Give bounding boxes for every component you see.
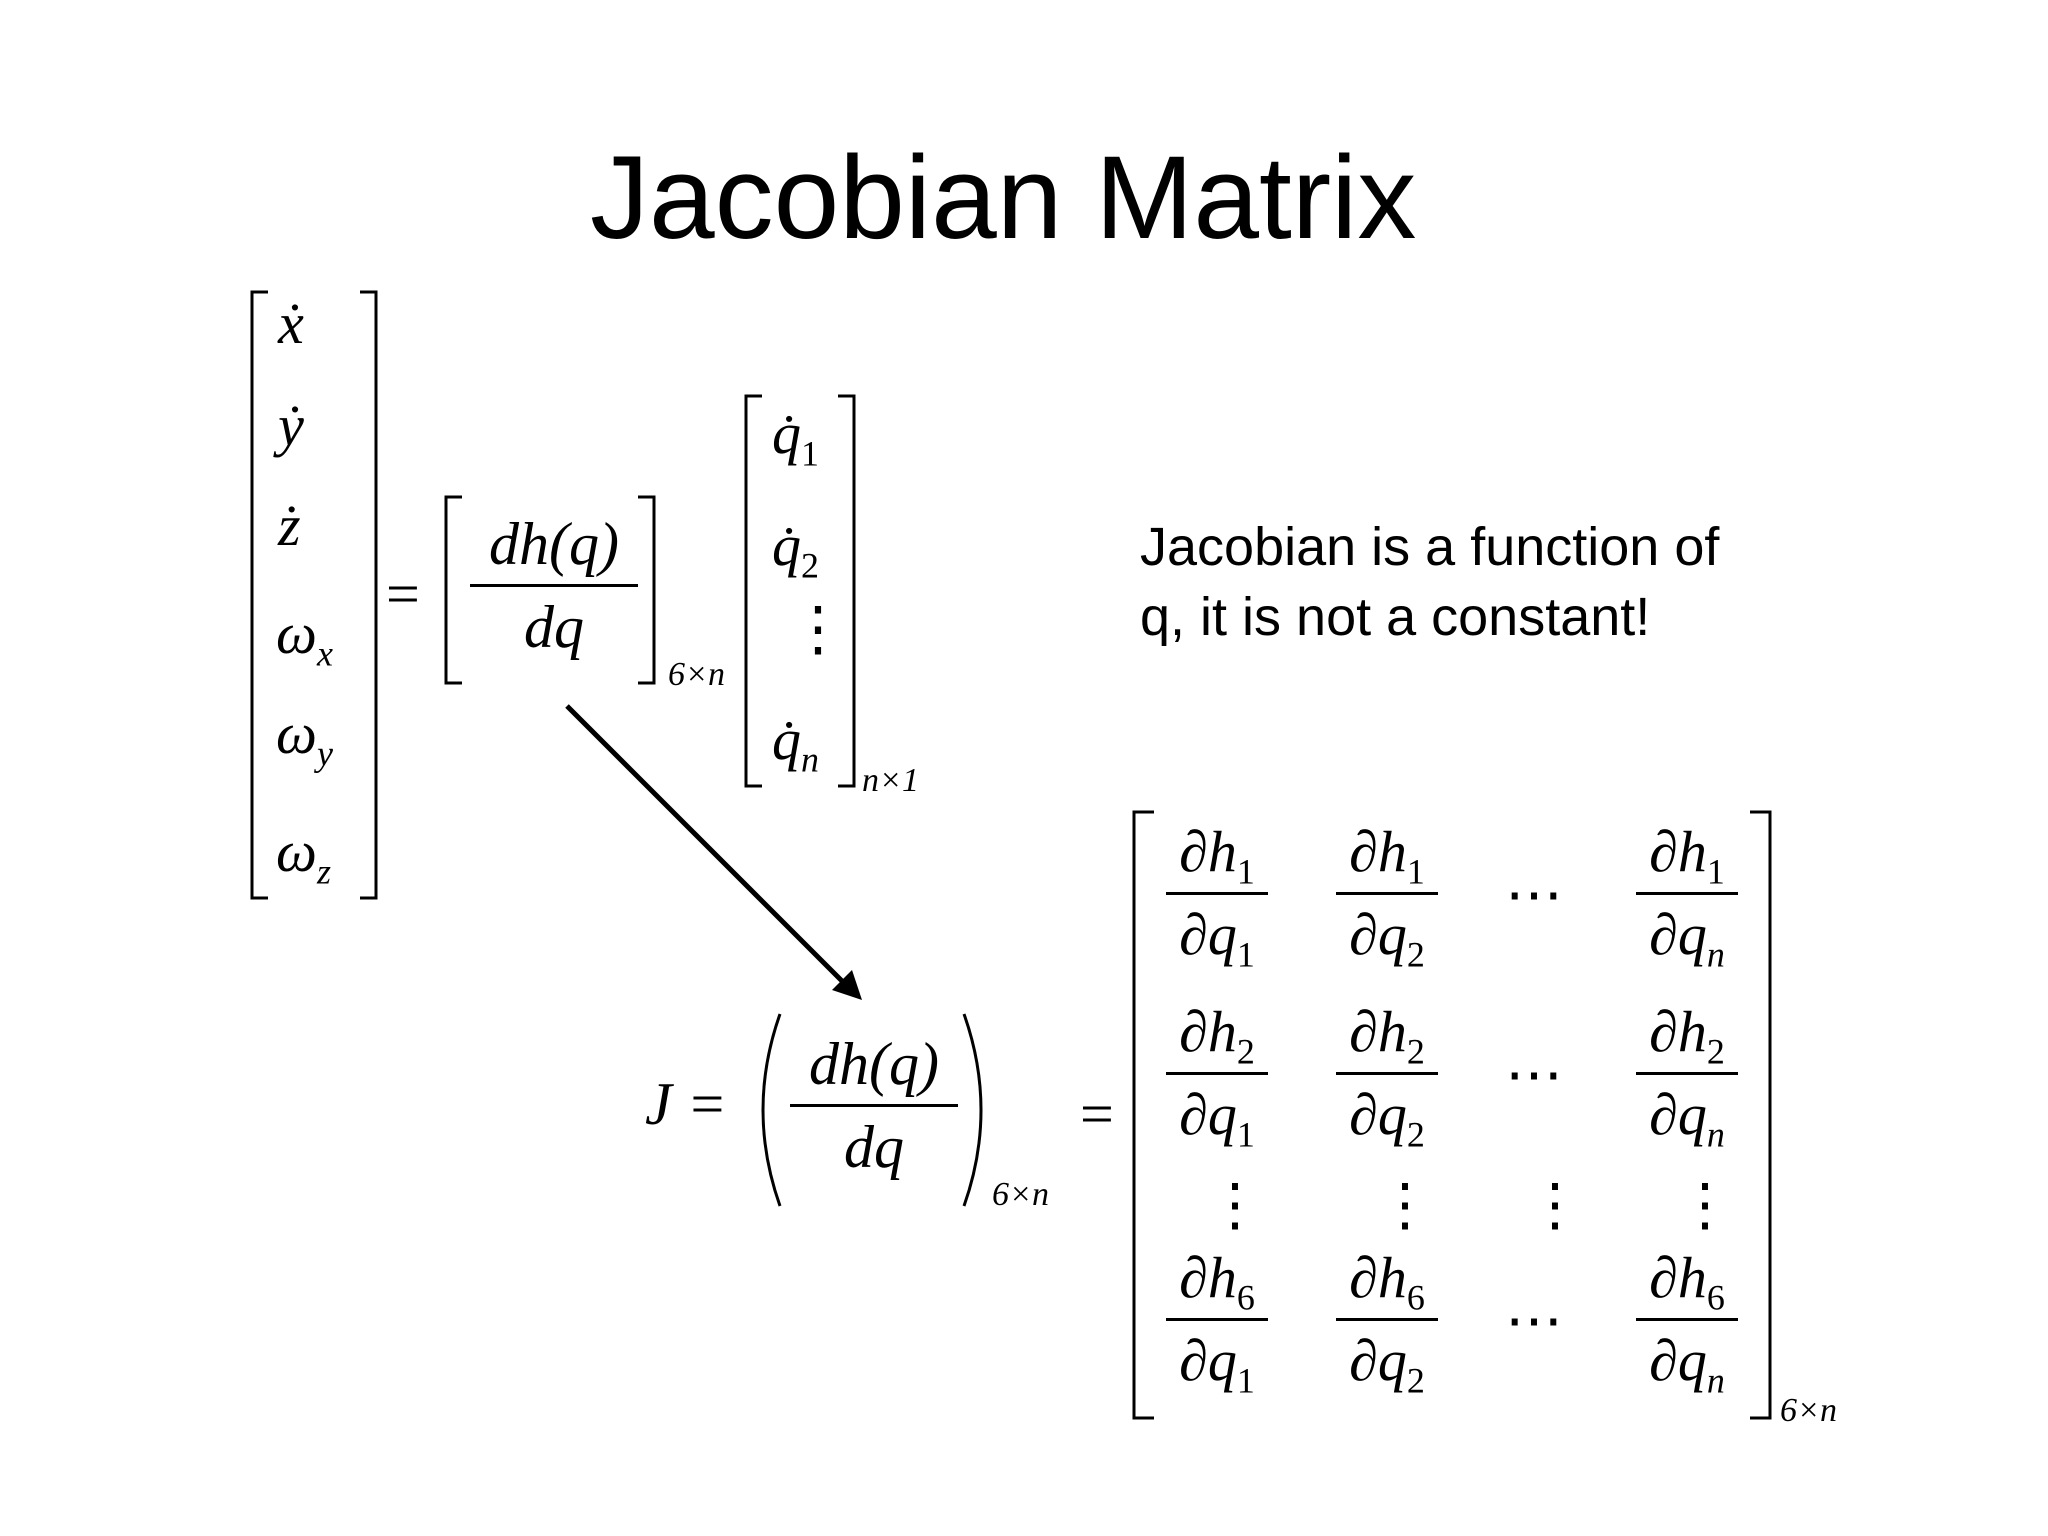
derivative-denominator: dq <box>524 594 584 660</box>
vdots-col-3: ⋮ <box>1526 1172 1584 1237</box>
qdot-size: n×1 <box>862 762 919 799</box>
velocity-vector-brackets <box>250 290 378 900</box>
qdot-vector-brackets <box>744 394 856 788</box>
qdot-2: q̇2 <box>772 513 819 586</box>
qdot-1: q̇1 <box>772 401 819 474</box>
jacobian-matrix-brackets <box>1132 810 1772 1420</box>
matrix-entry-h1-q2: ∂h1 ∂q2 <box>1336 820 1438 973</box>
velocity-x-dot: ẋ <box>278 291 304 356</box>
jacobian-parentheses <box>761 1013 983 1207</box>
jacobian-matrix-size: 6×n <box>1780 1392 1837 1429</box>
matrix-entry-h2-q2: ∂h2 ∂q2 <box>1336 1000 1438 1153</box>
jacobian-size: 6×n <box>992 1176 1049 1213</box>
matrix-entry-h2-q1: ∂h2 ∂q1 <box>1166 1000 1268 1153</box>
jacobian-fraction: dh(q) dq <box>790 1030 958 1181</box>
arrow <box>565 704 862 1000</box>
matrix-entry-h1-q1: ∂h1 ∂q1 <box>1166 820 1268 973</box>
fraction-bar <box>470 584 638 587</box>
matrix-entry-h2-qn: ∂h2 ∂qn <box>1636 1000 1738 1153</box>
equals-sign: = <box>386 561 420 627</box>
derivative-size: 6×n <box>668 656 725 693</box>
note-line-2: q, it is not a constant! <box>1140 587 1651 647</box>
derivative-fraction: dh(q) dq <box>470 510 638 661</box>
velocity-y-dot: ẏ <box>278 393 304 458</box>
matrix-entry-h1-qn: ∂h1 ∂qn <box>1636 820 1738 973</box>
derivative-numerator: dh(q) <box>489 511 619 577</box>
matrix-entry-h6-q2: ∂h6 ∂q2 <box>1336 1246 1438 1399</box>
omega-y: ωy <box>276 701 333 774</box>
slide-title: Jacobian Matrix <box>590 132 1417 264</box>
hdots-row-2: ⋯ <box>1505 1042 1563 1107</box>
matrix-entry-h6-qn: ∂h6 ∂qn <box>1636 1246 1738 1399</box>
vdots-col-2: ⋮ <box>1376 1172 1434 1237</box>
equals-sign-2: = <box>1080 1081 1114 1147</box>
note-line-1: Jacobian is a function of <box>1140 517 1720 577</box>
matrix-entry-h6-q1: ∂h6 ∂q1 <box>1166 1246 1268 1399</box>
vdots-col-1: ⋮ <box>1206 1172 1264 1237</box>
hdots-row-1: ⋯ <box>1505 862 1563 927</box>
velocity-z-dot: ż <box>278 493 301 558</box>
vdots-col-4: ⋮ <box>1676 1172 1734 1237</box>
omega-z: ωz <box>276 819 331 892</box>
qdot-n: q̇n <box>772 707 819 780</box>
qdot-vdots: ⋮ <box>788 596 848 662</box>
derivative-brackets <box>444 495 656 685</box>
jacobian-lhs: J = <box>645 1071 728 1137</box>
omega-x: ωx <box>276 601 333 674</box>
hdots-row-6: ⋯ <box>1505 1288 1563 1353</box>
